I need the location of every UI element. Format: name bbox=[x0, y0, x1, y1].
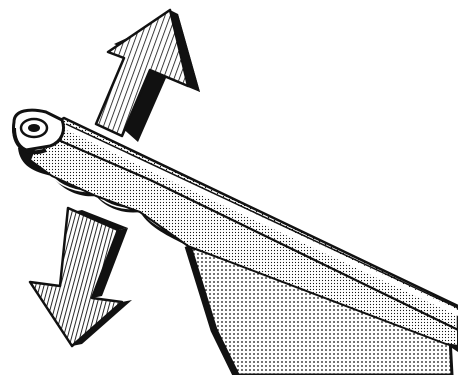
arrow-down-icon bbox=[30, 208, 132, 346]
arrow-up-icon bbox=[96, 10, 200, 142]
